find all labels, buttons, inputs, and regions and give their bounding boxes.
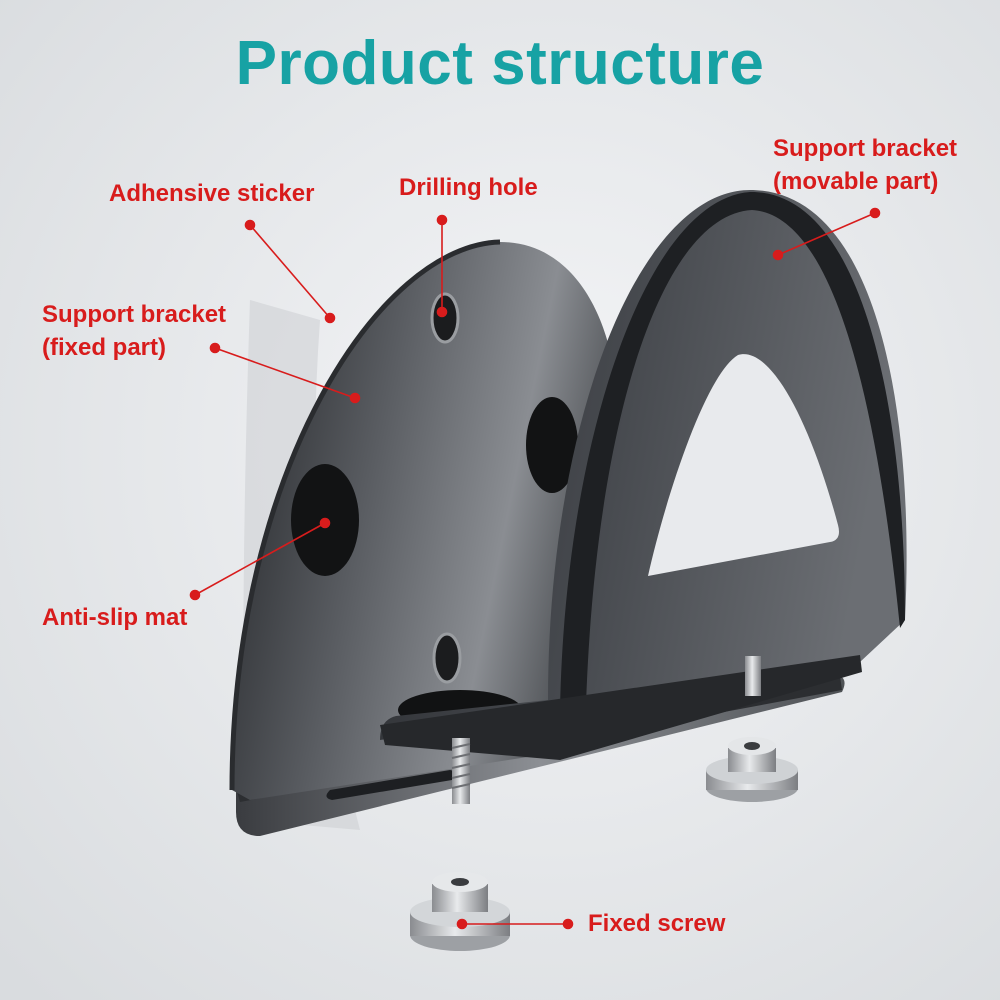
leader-line-fixed-bracket <box>214 347 356 399</box>
callout-label-line-2: (movable part) <box>773 168 939 195</box>
fixed-screw-knob <box>410 872 510 951</box>
threaded-screw-right <box>745 656 761 696</box>
leader-dot-drilling-end <box>436 306 448 318</box>
callout-label-line-1: Support bracket <box>773 135 958 162</box>
leader-dot-fixed-bracket-end <box>349 392 361 404</box>
callout-fixed-screw: Fixed screw <box>588 907 725 940</box>
support-bracket-movable <box>380 190 907 760</box>
leader-dot-adhensive-start <box>244 219 256 231</box>
leader-dot-adhensive-end <box>324 312 336 324</box>
leader-dot-fixed-screw-start <box>456 918 468 930</box>
leader-line-anti-slip <box>194 522 326 596</box>
drilling-hole-top <box>430 292 460 344</box>
leader-dot-drilling-start <box>436 214 448 226</box>
callout-label-line-1: Support bracket <box>42 301 227 328</box>
callout-label-line-2: (fixed part) <box>42 334 167 361</box>
callout-label: Drilling hole <box>399 174 538 201</box>
callout-label: Fixed screw <box>588 910 726 937</box>
anti-slip-mat-right <box>526 397 578 493</box>
knurled-knob-right <box>706 737 798 802</box>
callout-drilling-hole: Drilling hole <box>399 171 538 204</box>
leader-dot-fixed-screw-end <box>562 918 574 930</box>
leader-line-adhensive <box>249 224 331 319</box>
leader-dot-movable-bracket-end <box>772 249 784 261</box>
callout-label: Anti-slip mat <box>42 604 188 631</box>
leader-dot-anti-slip-end <box>319 517 331 529</box>
callout-support-bracket-fixed: Support bracket (fixed part) <box>42 298 226 364</box>
callout-anti-slip-mat: Anti-slip mat <box>42 601 187 634</box>
callout-adhensive-sticker: Adhensive sticker <box>109 177 314 210</box>
leader-dot-movable-bracket-start <box>869 207 881 219</box>
page-title: Product structure <box>235 29 765 98</box>
drilling-hole-bottom <box>432 632 462 684</box>
callout-support-bracket-movable: Support bracket (movable part) <box>773 132 957 198</box>
leader-dot-anti-slip-start <box>189 589 201 601</box>
leader-line-movable-bracket <box>777 212 876 256</box>
support-bracket-fixed <box>229 239 612 800</box>
leader-dot-fixed-bracket-start <box>209 342 221 354</box>
callout-label: Adhensive sticker <box>109 180 315 207</box>
threaded-screw-left <box>451 738 471 804</box>
